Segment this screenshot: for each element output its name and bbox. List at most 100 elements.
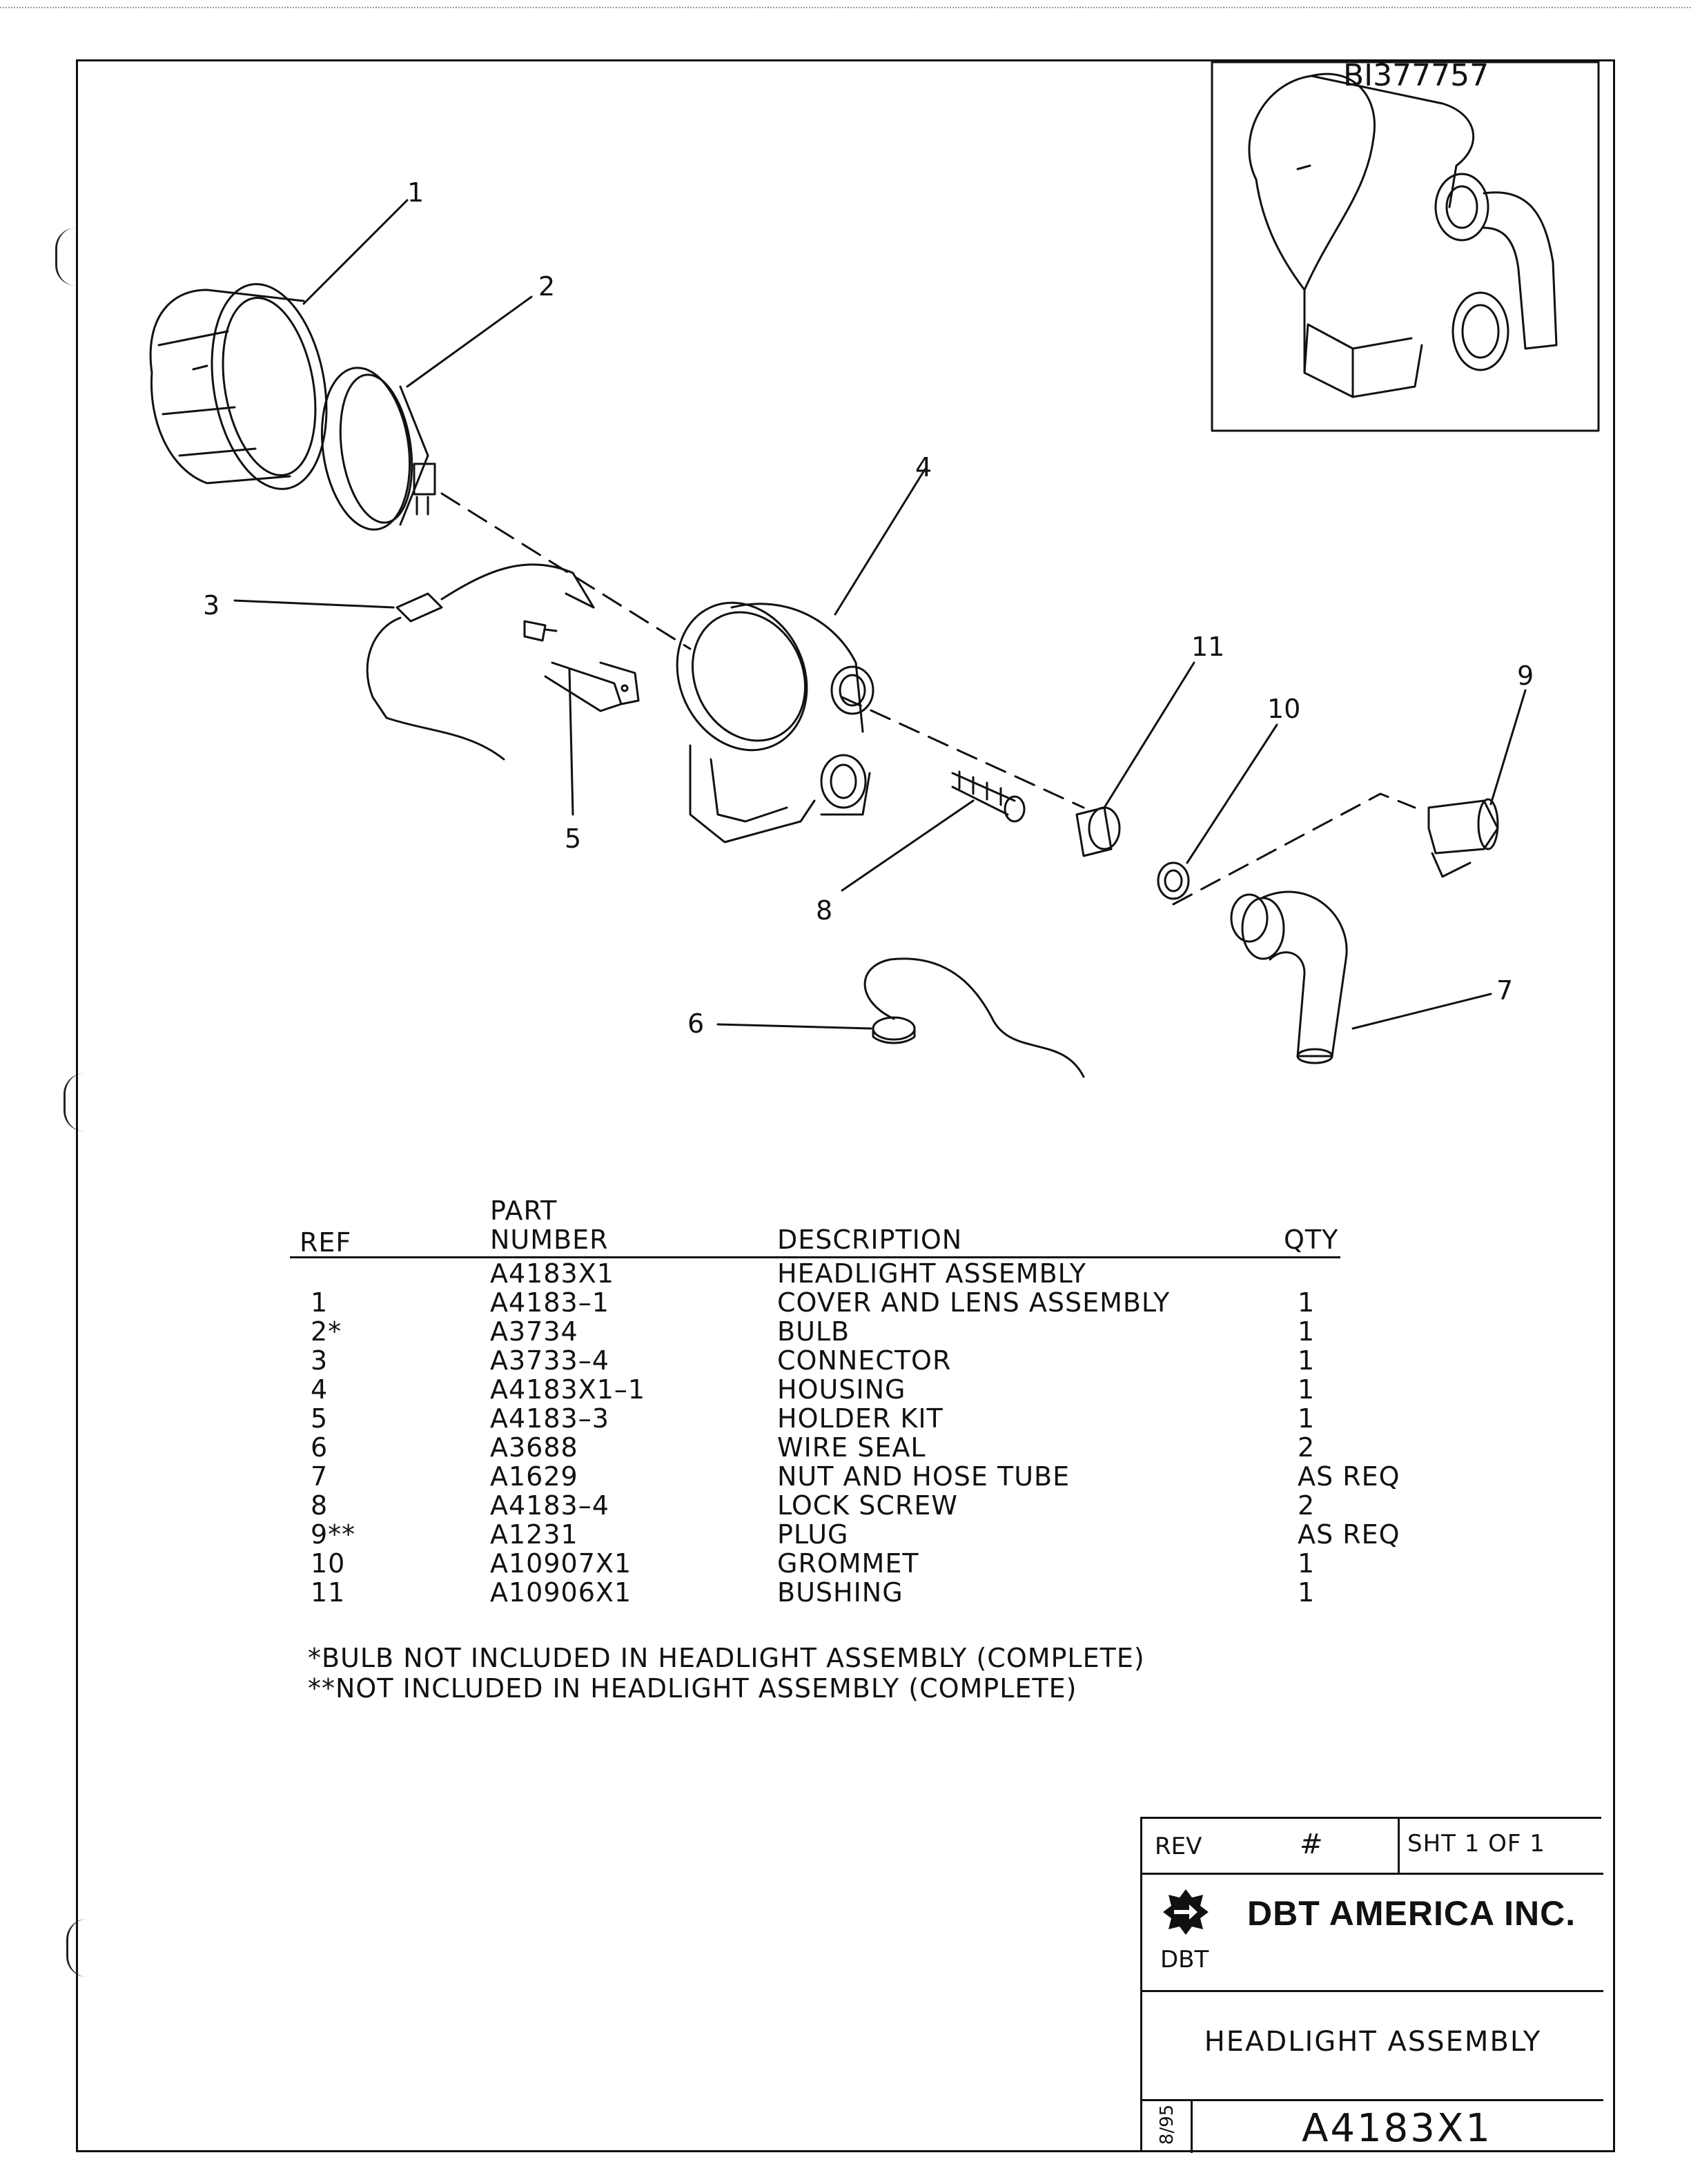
row-ref: 3 [311,1345,329,1376]
row-part-number: A3734 [490,1316,578,1347]
logo-label: DBT [1160,1946,1209,1973]
drawing-border [76,59,1615,2152]
row-qty: 2 [1298,1490,1316,1521]
company-name: DBT AMERICA INC. [1247,1894,1576,1933]
row-part-number: A10906X1 [490,1577,632,1608]
drawing-title: HEADLIGHT ASSEMBLY [1204,2026,1542,2058]
table-row: 8 A4183–4 LOCK SCREW 2 [290,1490,1422,1521]
row-qty: 1 [1298,1287,1316,1318]
row-part-number: A1629 [490,1461,578,1492]
row-part-number: A4183–3 [490,1403,609,1434]
row-part-number: A1231 [490,1519,578,1550]
title-block-title-row: HEADLIGHT ASSEMBLY [1142,1990,1603,2101]
row-part-number: A4183X1–1 [490,1374,646,1405]
row-description: PLUG [777,1519,849,1550]
row-description: LOCK SCREW [777,1490,958,1521]
punch-mark [55,228,78,286]
title-block: REV # SHT 1 OF 1 DBT DBT AMERICA INC. HE… [1140,1817,1603,2153]
table-row: 6 A3688 WIRE SEAL 2 [290,1432,1422,1463]
part-9-plug [1427,798,1499,878]
sheet-number: SHT 1 OF 1 [1407,1830,1545,1858]
header-part-line2: NUMBER [490,1225,609,1255]
row-ref: 7 [311,1461,329,1492]
row-ref: 5 [311,1403,329,1434]
row-description: HOLDER KIT [777,1403,944,1434]
part-6-wire-seal [863,957,1085,1078]
row-part-number: A4183–4 [490,1490,609,1521]
title-block-number-row: 8/95 A4183X1 [1142,2099,1603,2153]
table-row: 4 A4183X1–1 HOUSING 1 [290,1374,1422,1405]
inset-frame [1211,61,1600,432]
part-3-connector [366,563,595,761]
row-qty: 2 [1298,1432,1316,1463]
row-qty: 1 [1298,1345,1316,1376]
row-part-number: A10907X1 [490,1548,632,1579]
inset-assembly-view [1248,72,1558,398]
row-description: BULB [777,1316,850,1347]
row-qty: 1 [1298,1374,1316,1405]
header-ref: REF [300,1227,352,1258]
notes: *BULB NOT INCLUDED IN HEADLIGHT ASSEMBLY… [308,1643,1145,1704]
punch-mark [63,1073,86,1131]
callout-2: 2 [538,271,555,302]
note-bulb: *BULB NOT INCLUDED IN HEADLIGHT ASSEMBLY… [308,1643,1145,1673]
callout-5: 5 [565,823,581,854]
row-part-number: A3688 [490,1432,578,1463]
callout-1: 1 [407,177,424,208]
row-description: HOUSING [777,1374,906,1405]
row-ref: 4 [311,1374,329,1405]
part-8-lock-screw [951,770,1026,823]
note-plug: **NOT INCLUDED IN HEADLIGHT ASSEMBLY (CO… [308,1673,1077,1704]
header-qty: QTY [1284,1225,1339,1255]
header-part-line1: PART [490,1196,558,1226]
part-1-cover-ring [149,283,328,490]
callout-7: 7 [1496,975,1513,1006]
row-part-number: A4183–1 [490,1287,609,1318]
scan-edge [0,7,1691,8]
row-description: GROMMET [777,1548,919,1579]
rev-value: # [1300,1829,1323,1860]
header-description: DESCRIPTION [777,1225,963,1255]
part-5-holder-kit [523,620,640,712]
table-row: A4183X1 HEADLIGHT ASSEMBLY [290,1258,1422,1289]
row-description: BUSHING [777,1577,903,1608]
row-ref: 6 [311,1432,329,1463]
row-description: HEADLIGHT ASSEMBLY [777,1258,1086,1289]
row-part-number: A4183X1 [490,1258,614,1289]
title-block-company-row: DBT DBT AMERICA INC. [1142,1873,1603,1992]
callout-3: 3 [203,590,219,621]
row-ref: 8 [311,1490,329,1521]
row-description: NUT AND HOSE TUBE [777,1461,1071,1492]
drawing-date: 8/95 [1157,2104,1177,2145]
title-block-revision-row: REV # SHT 1 OF 1 [1142,1819,1603,1875]
part-4-housing [676,601,874,844]
callout-6: 6 [687,1008,704,1039]
table-row: 5 A4183–3 HOLDER KIT 1 [290,1403,1422,1434]
row-ref: 2* [311,1316,342,1347]
part-7-nut-and-hose-tube [1230,890,1348,1064]
row-qty: 1 [1298,1548,1316,1579]
part-10-grommet [1157,861,1190,900]
row-ref: 9** [311,1519,356,1550]
row-ref: 1 [311,1287,329,1318]
rev-label: REV [1155,1833,1202,1860]
parts-table-header: PART REF NUMBER DESCRIPTION QTY [290,1194,1340,1258]
callout-4: 4 [915,452,932,482]
table-row: 7 A1629 NUT AND HOSE TUBE AS REQ [290,1461,1422,1492]
row-description: WIRE SEAL [777,1432,926,1463]
row-qty: AS REQ [1298,1461,1400,1492]
callout-9: 9 [1517,661,1534,691]
callout-11: 11 [1191,632,1224,662]
title-block-divider [1398,1819,1400,1873]
part-11-bushing [1075,806,1121,857]
row-qty: 1 [1298,1403,1316,1434]
